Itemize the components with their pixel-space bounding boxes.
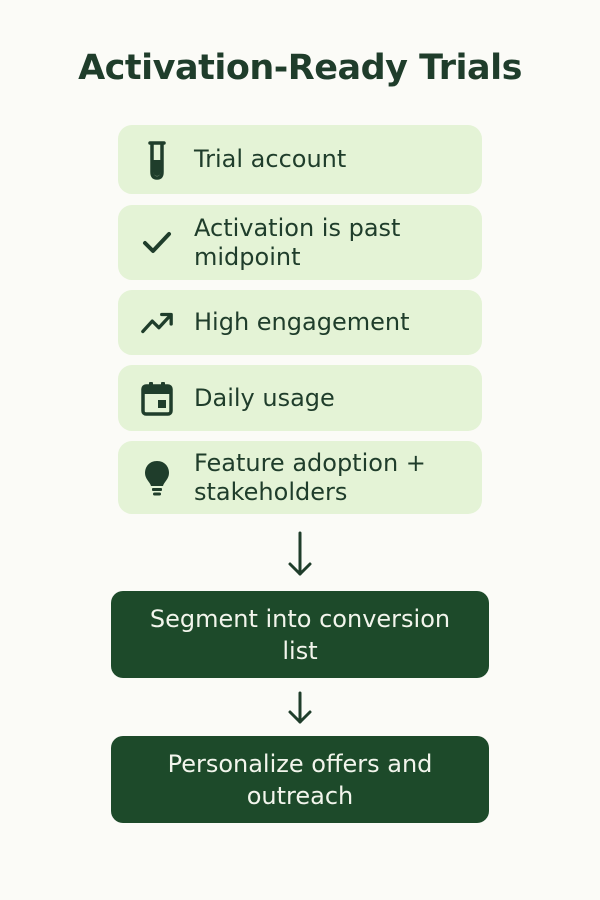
step-segment: Segment into conversion list — [111, 591, 489, 678]
test-tube-icon — [140, 140, 174, 180]
criterion-feature-adoption: Feature adoption + stakeholders — [118, 441, 482, 514]
criterion-high-engagement: High engagement — [118, 290, 482, 355]
criterion-label: Daily usage — [194, 383, 335, 412]
arrow-down-icon — [288, 531, 312, 576]
arrow-down-icon — [288, 691, 312, 724]
lightbulb-icon — [140, 460, 174, 495]
criterion-label: Trial account — [194, 145, 347, 173]
criterion-label: Activation is past midpoint — [194, 213, 401, 271]
step-label: Segment into conversion list — [149, 604, 451, 665]
criterion-label: Feature adoption + stakeholders — [194, 448, 426, 506]
trending-up-icon — [140, 306, 174, 340]
calendar-icon — [140, 381, 174, 416]
criterion-label: High engagement — [194, 308, 410, 336]
criterion-activation-midpoint: Activation is past midpoint — [118, 205, 482, 280]
diagram-title: Activation-Ready Trials — [78, 48, 522, 88]
step-personalize: Personalize offers and outreach — [111, 736, 489, 823]
criterion-daily-usage: Daily usage — [118, 365, 482, 431]
step-label: Personalize offers and outreach — [167, 749, 433, 810]
checkmark-icon — [140, 226, 174, 260]
criterion-trial-account: Trial account — [118, 125, 482, 194]
